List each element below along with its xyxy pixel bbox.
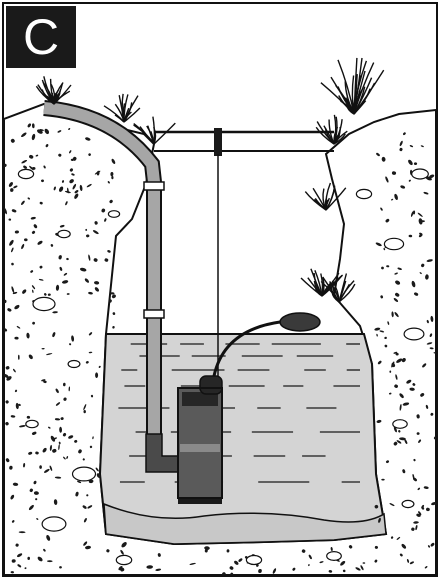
submersible-pump (178, 376, 222, 504)
panel-label: C (6, 6, 76, 68)
hose-clamp-top (144, 182, 164, 190)
float-switch (280, 313, 320, 331)
water-body (100, 334, 386, 544)
sump-pump-illustration (4, 4, 436, 575)
hose-clamp-middle (144, 310, 164, 318)
rope-clamp (214, 128, 222, 156)
